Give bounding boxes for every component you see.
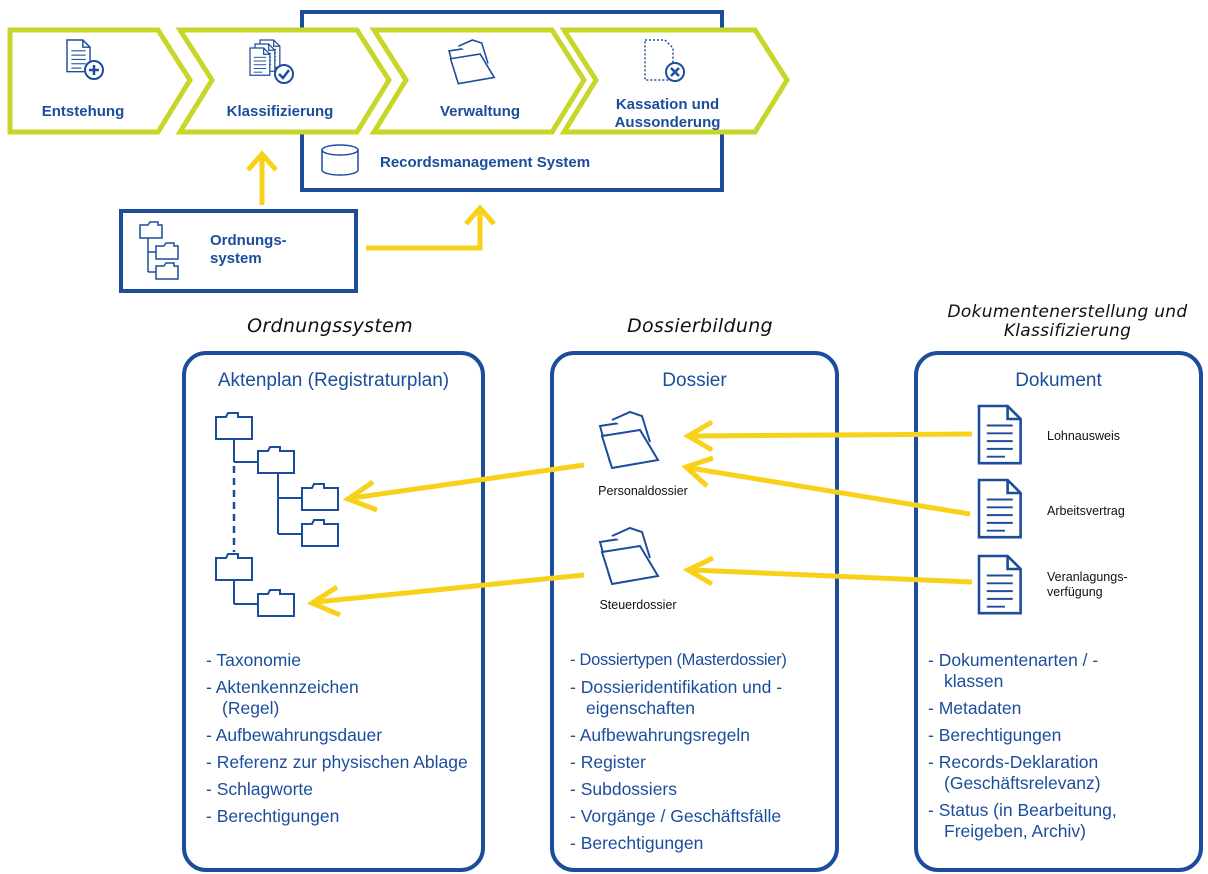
- list-item: Aufbewahrungsdauer: [206, 725, 471, 746]
- arrow-steuerdossier-to-aktenplan: [306, 572, 585, 618]
- step-label-klassifizierung: Klassifizierung: [226, 103, 334, 120]
- list-item: Aufbewahrungsregeln: [570, 725, 832, 746]
- list-item: Dossiertypen (Masterdossier): [570, 650, 832, 671]
- list-item: Records-Deklaration (Geschäftsrelevanz): [928, 752, 1169, 794]
- aktenplan-title: Aktenplan (Registraturplan): [217, 370, 450, 391]
- dossier-box: [550, 351, 839, 872]
- process-chevron-entstehung: [7, 27, 193, 135]
- list-item: Schlagworte: [206, 779, 471, 800]
- list-item: Subdossiers: [570, 779, 832, 800]
- list-item: Status (in Bearbeitung, Freigeben, Archi…: [928, 800, 1169, 842]
- document-delete-icon: [644, 39, 685, 82]
- list-item: Aktenkennzeichen (Regel): [206, 677, 402, 719]
- heading-ordnungssystem: Ordnungssystem: [247, 315, 413, 337]
- list-item: Berechtigungen: [206, 806, 471, 827]
- dokument-title: Dokument: [1015, 370, 1102, 391]
- arrow-arbeitsvertrag-to-personaldossier: [681, 455, 971, 517]
- arbeitsvertrag-document-icon: [977, 478, 1022, 539]
- list-item: Dossieridentifikation und -eigenschaften: [570, 677, 831, 719]
- dossier-title: Dossier: [662, 370, 727, 391]
- arrow-personaldossier-to-aktenplan: [342, 462, 585, 513]
- database-icon: [321, 144, 359, 176]
- list-item: Metadaten: [928, 698, 1188, 719]
- list-item: Referenz zur physischen Ablage: [206, 752, 472, 773]
- rms-label: Recordsmanagement System: [380, 154, 591, 171]
- ordnungssystem-label: Ordnungs- system: [210, 232, 287, 267]
- heading-dossierbildung: Dossierbildung: [627, 315, 773, 337]
- dossier-list: Dossiertypen (Masterdossier) Dossieriden…: [570, 650, 832, 860]
- list-item: Register: [570, 752, 832, 773]
- lohnausweis-document-icon: [977, 404, 1022, 465]
- list-item: Berechtigungen: [928, 725, 1188, 746]
- personaldossier-label: Personaldossier: [598, 484, 688, 498]
- document-plus-icon: [66, 39, 104, 80]
- process-chevron-verwaltung: [369, 27, 587, 135]
- arrow-ordnung-to-rms: [366, 204, 496, 251]
- veranlagungsverfuegung-label: Veranlagungs- verfügung: [1047, 570, 1128, 599]
- steuerdossier-folder-icon: [599, 527, 659, 585]
- aktenplan-list: Taxonomie Aktenkennzeichen (Regel) Aufbe…: [206, 650, 471, 833]
- folder-tree-icon: [139, 221, 179, 280]
- arbeitsvertrag-label: Arbeitsvertrag: [1047, 504, 1125, 518]
- heading-dokumenterstellung: Dokumentenerstellung und Klassifizierung: [947, 302, 1188, 341]
- aktenplan-tree: [215, 412, 339, 617]
- aktenplan-box: [182, 351, 485, 872]
- list-item: Vorgänge / Geschäftsfälle: [570, 806, 832, 827]
- dokument-box: [914, 351, 1203, 872]
- list-item: Berechtigungen: [570, 833, 832, 854]
- list-item: Taxonomie: [206, 650, 471, 671]
- arrow-veranlagung-to-steuerdossier: [682, 555, 973, 587]
- arrow-lohnausweis-to-personaldossier: [683, 419, 973, 453]
- dokument-list: Dokumentenarten / -klassen Metadaten Ber…: [928, 650, 1188, 848]
- step-label-kassation: Kassation und Aussonderung: [614, 96, 721, 131]
- steuerdossier-label: Steuerdossier: [599, 598, 677, 612]
- lohnausweis-label: Lohnausweis: [1047, 429, 1120, 443]
- list-item: Dokumentenarten / -klassen: [928, 650, 1124, 692]
- step-label-verwaltung: Verwaltung: [439, 103, 521, 120]
- arrow-ordnung-to-klassifizierung: [246, 150, 278, 205]
- veranlagungsverfuegung-document-icon: [977, 554, 1022, 615]
- personaldossier-folder-icon: [599, 411, 659, 469]
- documents-check-icon: [249, 39, 294, 84]
- step-label-entstehung: Entstehung: [41, 103, 125, 120]
